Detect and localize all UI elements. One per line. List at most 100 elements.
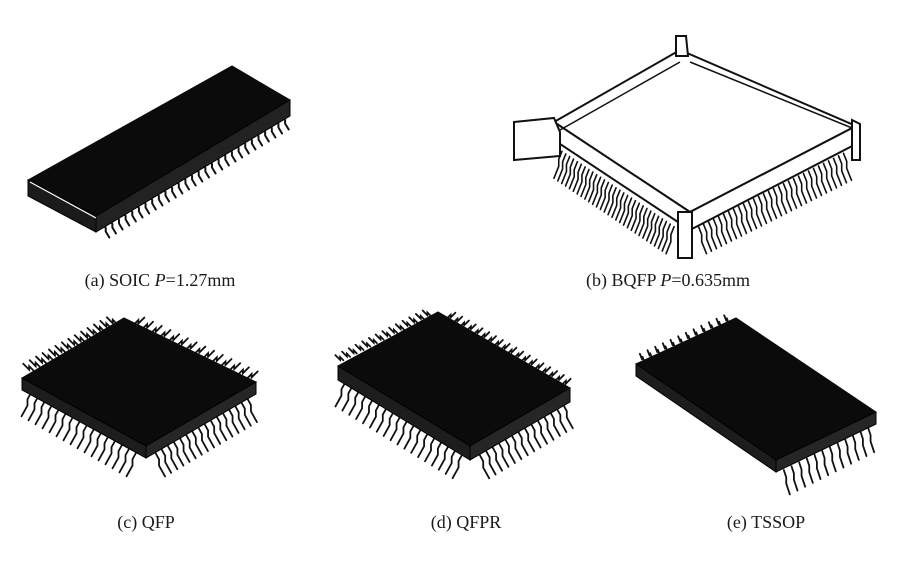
qfpr-lead xyxy=(446,311,457,320)
bqfp-lead xyxy=(611,189,621,219)
tssop-lead xyxy=(844,438,853,465)
tssop-lead xyxy=(828,446,837,473)
tssop-lead xyxy=(677,335,684,344)
qfp-lead xyxy=(194,345,207,355)
bqfp-lead xyxy=(762,193,773,222)
qfpr-lead xyxy=(542,414,555,441)
tssop-lead xyxy=(715,317,722,327)
qfpr-lead xyxy=(389,414,402,442)
qfp-lead xyxy=(48,407,61,434)
qfp-lead xyxy=(73,334,86,344)
tssop-lead xyxy=(700,324,707,334)
qfp-lead xyxy=(197,425,209,453)
bqfp-lead xyxy=(618,194,629,224)
bqfp-lead xyxy=(822,162,833,192)
tssop-lead xyxy=(813,453,822,480)
bqfp-lead xyxy=(622,197,633,226)
bqfp-lead xyxy=(827,160,838,189)
qfpr-lead xyxy=(534,362,545,371)
caption-qfpr-name: QFPR xyxy=(456,512,502,532)
caption-qfpr: (d) QFPR xyxy=(431,512,502,533)
tssop-lead xyxy=(669,338,676,348)
qfp-lead xyxy=(97,435,110,462)
bqfp-lead xyxy=(772,187,783,217)
qfp-lead xyxy=(34,399,47,426)
qfpr-lead xyxy=(480,331,491,340)
bqfp-lead xyxy=(792,177,803,207)
qfpr-lead xyxy=(444,448,457,475)
qfpr-lead xyxy=(375,406,388,433)
bqfp-lead xyxy=(591,176,602,206)
qfp-lead xyxy=(221,411,234,438)
qfp-lead xyxy=(190,429,203,456)
qfpr-lead xyxy=(401,319,412,328)
caption-tssop: (e) TSSOP xyxy=(727,512,805,533)
qfp-lead xyxy=(239,400,252,427)
qfpr-lead xyxy=(554,374,565,382)
qfp-lead xyxy=(209,418,222,445)
tssop-lead xyxy=(723,314,730,323)
qfp-lead xyxy=(22,362,35,372)
qfp-lead xyxy=(20,391,33,418)
bqfp-lead xyxy=(837,155,848,184)
qfpr-lead xyxy=(374,333,385,342)
qfp-lead xyxy=(246,370,259,380)
soic-package-drawing xyxy=(26,65,291,239)
qfpr-lead xyxy=(396,419,409,446)
bqfp-lead xyxy=(817,165,828,194)
qfp-lead xyxy=(104,439,117,466)
qfpr-lead xyxy=(334,354,345,363)
qfpr-lead xyxy=(460,319,470,328)
qfpr-lead xyxy=(354,343,365,352)
qfpr-lead xyxy=(548,370,558,379)
bqfp-lead xyxy=(580,168,590,198)
qfp-lead xyxy=(142,320,154,330)
qfpr-lead xyxy=(541,366,552,375)
qfp-lead xyxy=(229,362,242,372)
bqfp-lead xyxy=(587,173,598,203)
qfpr-lead xyxy=(348,389,361,416)
qfpr-lead xyxy=(410,427,423,454)
qfpr-lead xyxy=(453,315,464,324)
qfpr-lead xyxy=(529,422,542,449)
tssop-lead xyxy=(836,442,845,469)
qfp-lead xyxy=(35,355,47,365)
qfpr-lead xyxy=(478,453,491,480)
bqfp-lead xyxy=(657,220,668,250)
bqfp-lead xyxy=(842,152,853,182)
bqfp-lead xyxy=(732,208,743,237)
qfp-lead xyxy=(93,323,105,333)
qfpr-lead xyxy=(381,330,392,339)
qfp-lead xyxy=(76,423,89,450)
qfpr-package-drawing xyxy=(334,309,574,480)
caption-tssop-name: TSSOP xyxy=(751,512,806,532)
qfp-lead xyxy=(166,444,179,471)
caption-bqfp-pitch-var: P xyxy=(660,270,672,290)
caption-bqfp-paren: (b) xyxy=(585,270,607,290)
qfpr-lead xyxy=(523,426,536,453)
bqfp-lead xyxy=(642,210,652,239)
tssop-lead xyxy=(692,328,699,337)
qfp-lead xyxy=(177,337,189,347)
caption-soic-name: SOIC xyxy=(109,270,151,290)
caption-soic-paren: (a) xyxy=(84,270,105,290)
qfpr-lead xyxy=(417,431,430,458)
qfpr-lead xyxy=(421,309,432,318)
qfp-lead xyxy=(238,366,250,376)
bqfp-lead xyxy=(638,207,648,237)
qfp-lead xyxy=(220,358,233,368)
qfp-lead xyxy=(227,407,240,434)
qfpr-lead xyxy=(341,385,354,412)
caption-tssop-paren: (e) xyxy=(726,512,747,532)
caption-bqfp: (b) BQFP P=0.635mm xyxy=(586,270,750,291)
bqfp-lead xyxy=(777,185,788,214)
qfpr-lead xyxy=(493,339,504,347)
qfp-lead xyxy=(90,431,103,458)
qfp-lead xyxy=(215,415,228,442)
qfpr-lead xyxy=(424,436,436,463)
qfp-lead xyxy=(83,427,96,454)
bqfp-lead xyxy=(599,181,610,211)
qfpr-lead xyxy=(500,342,511,351)
qfpr-lead xyxy=(368,402,381,429)
bqfp-lead xyxy=(626,199,637,229)
